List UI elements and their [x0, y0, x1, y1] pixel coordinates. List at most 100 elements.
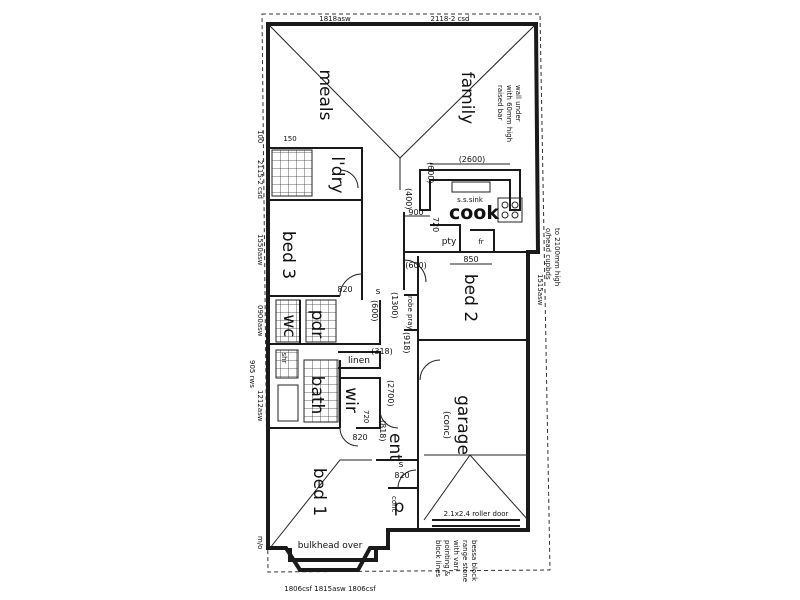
dim-720: 720 — [431, 217, 440, 232]
sink-note: s.s.sink — [457, 196, 484, 204]
window-bed1 — [288, 548, 378, 562]
sw-symbol: s — [376, 287, 381, 297]
linen-walls — [338, 351, 381, 369]
room-label-wir: wir — [341, 387, 361, 413]
cooktop-ring — [511, 211, 519, 219]
bulkhead-note: bulkhead over — [298, 541, 363, 551]
dim-820a: 820 — [337, 285, 352, 294]
dim-left-1550: 1550asw — [256, 234, 264, 266]
room-label-cook: cook — [449, 202, 499, 224]
door-swing — [339, 169, 359, 189]
note-text: wall under — [514, 85, 522, 122]
passage-wall — [403, 252, 528, 530]
dim-600c: (600) — [370, 300, 379, 322]
dim-right-1515: 1515asw — [536, 274, 544, 306]
dim-1300: (1300) — [390, 292, 399, 319]
dim-bottom: 1806csf 1815asw 1806csf — [284, 585, 376, 593]
cooktop-ring — [511, 201, 519, 209]
room-label-garage: garage — [453, 395, 473, 455]
door-swing — [339, 427, 359, 447]
room-label-bed2: bed 2 — [460, 274, 480, 322]
dim-left-1212: 1212asw — [256, 390, 264, 422]
dim-2600: (2600) — [459, 155, 486, 164]
bessa-note: bessa block range stone with vari pointi… — [434, 540, 478, 582]
wall-meals-ldry — [268, 147, 363, 200]
dim-left-100: 100 — [256, 130, 264, 143]
garage-roller-door — [432, 519, 520, 527]
room-label-pdr: pdr — [307, 310, 327, 339]
sw-symbol: s — [399, 460, 404, 470]
dim-2700: (2700) — [386, 380, 395, 407]
room-label-bed3: bed 3 — [278, 231, 298, 279]
cupboard-note: o/head cupbds to 2100mm high — [544, 228, 561, 286]
note-text: o/head cupbds — [544, 228, 552, 280]
exterior-wall — [266, 22, 541, 572]
room-label-bath: bath — [307, 376, 327, 415]
note-text: block lines — [434, 540, 442, 577]
conc-note: conc — [390, 496, 398, 513]
dim-left-905: 905 rws — [248, 360, 256, 388]
note-text: with 60mm high — [505, 85, 513, 142]
room-label-ent: ent — [385, 433, 405, 461]
dim-top-right: 2118-2 csd — [431, 15, 470, 23]
wir-walls — [340, 377, 381, 429]
room-label-garage-conc: (conc) — [441, 411, 451, 439]
pdr-tiles — [305, 299, 337, 343]
mo-note: m/o — [256, 536, 264, 549]
raised-bar-note: raised bar with 60mm high wall under — [496, 85, 522, 142]
bath-tiles — [303, 359, 339, 423]
dim-318: (318) — [371, 347, 393, 356]
cooktop-ring — [501, 211, 509, 219]
dim-818: (818) — [378, 420, 387, 442]
bath-tub — [277, 384, 299, 422]
note-text: raised bar — [496, 85, 504, 120]
note-text: with vari — [452, 540, 460, 570]
laundry-tiles — [271, 149, 313, 197]
roof-hip-lines — [269, 25, 535, 190]
dim-left-2115: 2115-2 csd — [256, 160, 264, 199]
door-swing — [419, 359, 441, 381]
room-label-family: family — [457, 72, 477, 124]
door-swing — [339, 273, 363, 297]
room-label-p: p — [394, 497, 405, 517]
dim-900: 900 — [408, 208, 423, 217]
robe-note: robe pray — [406, 296, 414, 330]
dim-600b: (600) — [405, 261, 427, 270]
garage-hip-lines — [423, 454, 529, 521]
room-label-linen: linen — [348, 356, 370, 366]
dim-918: (918) — [402, 332, 411, 354]
note-text: to 2100mm high — [553, 228, 561, 286]
roller-door-note: 2.1x2.4 roller door — [444, 510, 509, 518]
wall-bed3-bottom — [268, 200, 363, 300]
door-swing — [379, 409, 399, 429]
room-label-ldry: l'dry — [327, 156, 347, 193]
dim-top-left: 1818asw — [319, 15, 351, 23]
dim-850: 850 — [463, 255, 478, 264]
note-text: range stone — [461, 540, 469, 582]
room-label-shr: shr — [280, 353, 288, 364]
wall-bath-bottom — [268, 360, 341, 429]
room-label-pty: pty — [442, 237, 457, 247]
room-label-fr: fr — [478, 238, 483, 246]
room-label-bed1: bed 1 — [309, 468, 329, 516]
dim-820b: 820 — [352, 433, 367, 442]
sink — [451, 181, 491, 193]
shower-tiles — [275, 349, 299, 379]
dim-600: (600) — [426, 162, 435, 184]
door-swing — [397, 469, 417, 489]
dim-400: (400) — [404, 188, 413, 210]
robe-walls — [404, 294, 418, 331]
dim-720b: 720 — [362, 410, 370, 423]
note-text: pointing & — [443, 540, 451, 577]
cooktop — [497, 197, 523, 223]
bed1-hip-lines — [269, 459, 372, 549]
door-swing — [403, 259, 427, 283]
wall-wet-area — [268, 300, 381, 345]
pantry-walls — [403, 212, 528, 253]
dim-150: 150 — [283, 135, 296, 143]
room-label-meals: meals — [315, 69, 335, 120]
room-label-wc: wc — [279, 314, 299, 337]
cooktop-ring — [501, 201, 509, 209]
dim-820c: 820 — [394, 471, 409, 480]
